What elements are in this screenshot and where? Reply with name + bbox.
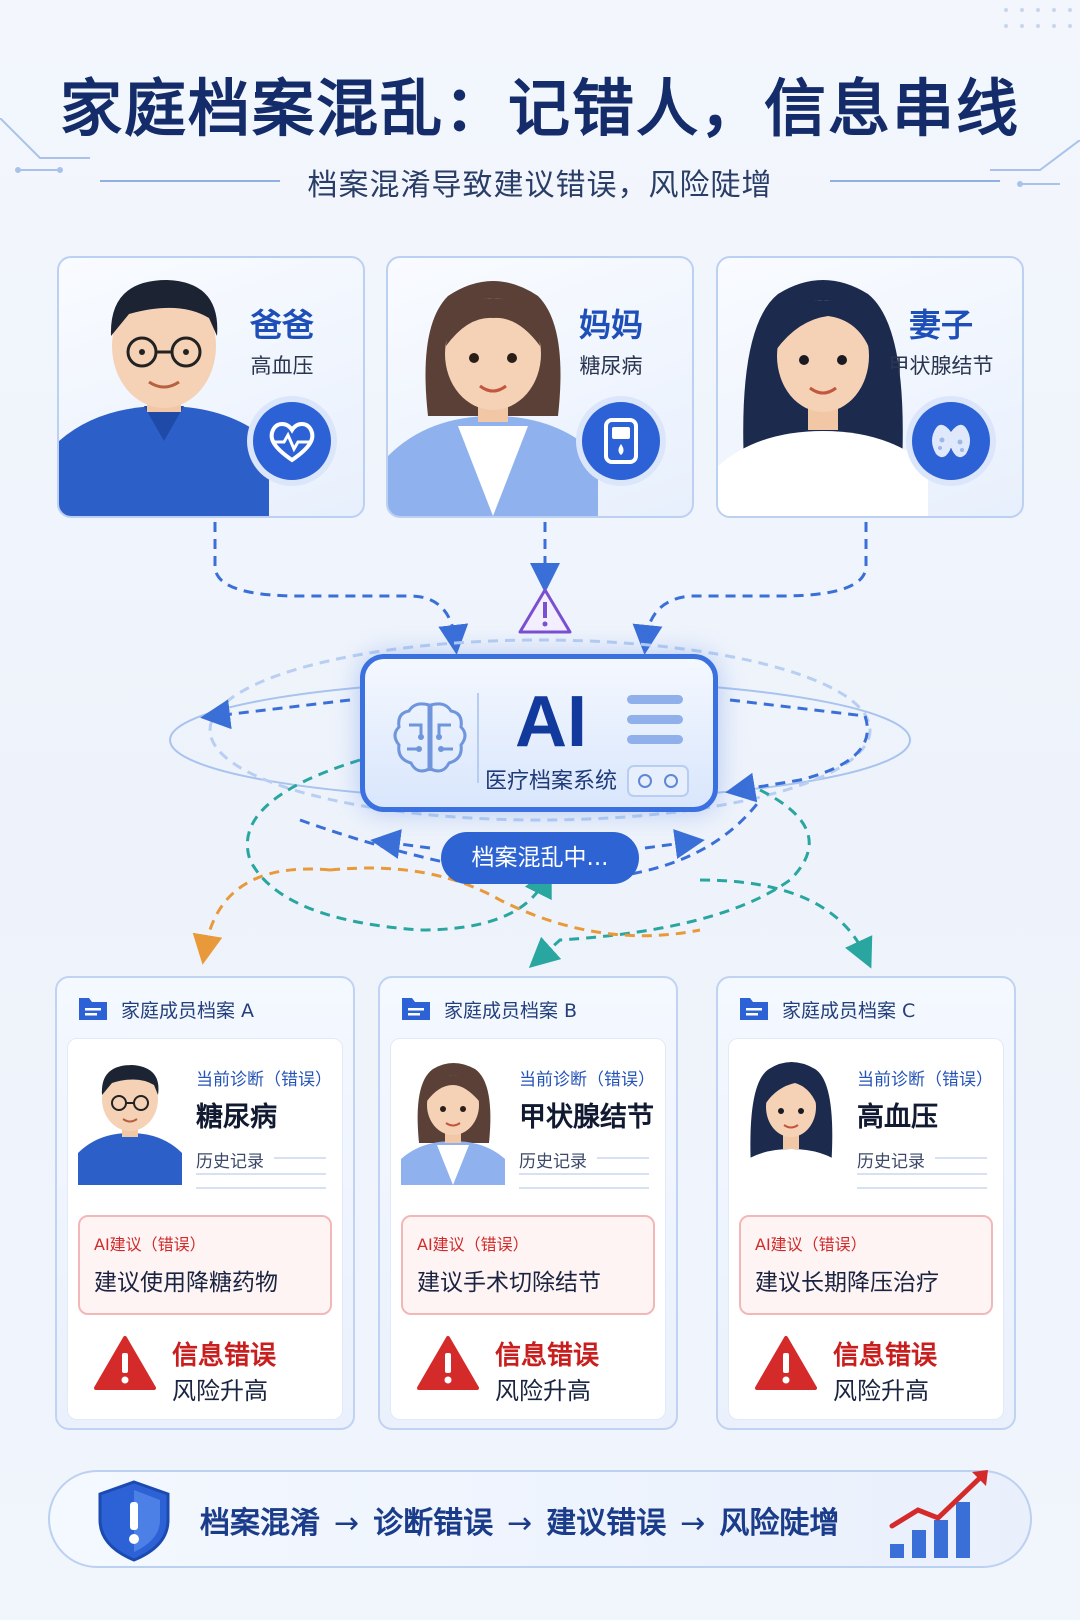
member-name: 妈妈 — [578, 306, 643, 344]
subtitle-row: 档案混淆导致建议错误，风险陡增 — [0, 160, 1080, 204]
advice-text: 建议使用降糖药物 — [94, 1270, 278, 1296]
member-card-wife[interactable]: 妻子 甲状腺结节 — [716, 256, 1024, 518]
diagnosis-label: 当前诊断（错误） — [857, 1070, 993, 1090]
record-body: 当前诊断（错误） 高血压 历史记录 AI建议（错误） 建议长期降压治疗 信息错误… — [728, 1038, 1004, 1420]
warning-title: 信息错误 — [833, 1341, 938, 1371]
folder-icon — [740, 998, 768, 1020]
flow-step: 风险陡增 — [719, 1506, 840, 1541]
father-avatar — [78, 1065, 182, 1185]
folder-icon — [402, 998, 430, 1020]
warning-triangle-icon — [518, 588, 572, 634]
advice-label: AI建议（错误） — [417, 1235, 529, 1254]
risk-flow-bar: 档案混淆 → 诊断错误 → 建议错误 → 风险陡增 — [48, 1470, 1032, 1568]
circuit-decoration-right — [990, 140, 1080, 187]
history-label: 历史记录 — [857, 1152, 925, 1172]
flow-step: 建议错误 — [546, 1506, 667, 1541]
ai-divider — [477, 693, 479, 783]
history-label: 历史记录 — [196, 1152, 264, 1172]
warning-icon — [417, 1336, 479, 1390]
circuit-decoration-left — [0, 118, 90, 173]
diagnosis-value: 糖尿病 — [196, 1102, 277, 1133]
record-card-c[interactable]: 家庭成员档案 C 当前诊断（错误） 高血压 历史记录 AI建议（错误） 建议长期… — [716, 976, 1016, 1430]
history-label: 历史记录 — [519, 1152, 587, 1172]
record-title: 家庭成员档案 C — [782, 1000, 916, 1022]
folder-icon — [79, 998, 107, 1020]
advice-text: 建议手术切除结节 — [417, 1270, 601, 1296]
ai-advice-box: AI建议（错误） 建议手术切除结节 — [401, 1215, 655, 1315]
history-line — [274, 1157, 326, 1159]
flow-steps: 档案混淆 → 诊断错误 → 建议错误 → 风险陡增 — [200, 1498, 839, 1542]
ai-label: AI — [515, 682, 587, 762]
history-line — [196, 1173, 326, 1175]
page-subtitle: 档案混淆导致建议错误，风险陡增 — [307, 168, 773, 203]
mother-portrait — [388, 281, 598, 516]
advice-label: AI建议（错误） — [755, 1235, 867, 1254]
advice-label: AI建议（错误） — [94, 1235, 206, 1254]
record-card-b[interactable]: 家庭成员档案 B 当前诊断（错误） 甲状腺结节 历史记录 AI建议（错误） 建议… — [378, 976, 678, 1430]
wife-avatar — [739, 1062, 843, 1185]
ai-system-box[interactable]: AI 医疗档案系统 — [360, 654, 718, 812]
glucose-meter-icon — [582, 402, 660, 480]
page-title: 家庭档案混乱：记错人，信息串线 — [59, 72, 1020, 145]
father-portrait — [59, 280, 269, 516]
flow-arrow: → — [680, 1506, 706, 1541]
ai-advice-box: AI建议（错误） 建议使用降糖药物 — [78, 1215, 332, 1315]
brain-circuit-icon — [393, 702, 467, 773]
rising-chart-icon — [889, 1470, 988, 1558]
mother-avatar — [401, 1063, 505, 1185]
diagnosis-label: 当前诊断（错误） — [519, 1070, 655, 1090]
member-condition: 高血压 — [250, 354, 314, 378]
chaos-status-badge: 档案混乱中... — [441, 832, 639, 884]
menu-lines-icon — [627, 695, 683, 744]
warning-title: 信息错误 — [172, 1341, 277, 1371]
flow-step: 档案混淆 — [200, 1506, 320, 1541]
warning-subtitle: 风险升高 — [833, 1377, 929, 1405]
diagnosis-value: 甲状腺结节 — [519, 1102, 654, 1133]
history-line — [935, 1157, 987, 1159]
flow-arrow: → — [334, 1506, 360, 1541]
ai-system-name: 医疗档案系统 — [485, 769, 618, 794]
record-card-a[interactable]: 家庭成员档案 A 当前诊断（错误） 糖尿病 历史记录 AI建议（错误） 建议使用… — [55, 976, 355, 1430]
history-line — [857, 1173, 987, 1175]
shield-alert-icon — [98, 1480, 170, 1562]
record-title: 家庭成员档案 A — [121, 1000, 255, 1022]
history-line — [597, 1157, 649, 1159]
record-body: 当前诊断（错误） 甲状腺结节 历史记录 AI建议（错误） 建议手术切除结节 信息… — [390, 1038, 666, 1420]
ai-advice-box: AI建议（错误） 建议长期降压治疗 — [739, 1215, 993, 1315]
subtitle-divider-left — [100, 180, 280, 182]
diagnosis-label: 当前诊断（错误） — [196, 1070, 332, 1090]
member-name: 爸爸 — [249, 306, 314, 344]
diagnosis-value: 高血压 — [857, 1102, 938, 1133]
advice-text: 建议长期降压治疗 — [755, 1270, 939, 1296]
warning-title: 信息错误 — [495, 1341, 600, 1371]
history-line — [196, 1187, 326, 1189]
member-name: 妻子 — [908, 306, 973, 344]
warning-subtitle: 风险升高 — [172, 1377, 268, 1405]
history-line — [519, 1187, 649, 1189]
subtitle-divider-right — [830, 180, 1000, 182]
indicator-lights-icon — [627, 765, 689, 797]
member-card-mother[interactable]: 妈妈 糖尿病 — [386, 256, 694, 518]
dot-grid-decoration — [1004, 8, 1072, 28]
history-line — [857, 1187, 987, 1189]
flow-arrow: → — [507, 1506, 533, 1541]
record-body: 当前诊断（错误） 糖尿病 历史记录 AI建议（错误） 建议使用降糖药物 信息错误… — [67, 1038, 343, 1420]
member-card-father[interactable]: 爸爸 高血压 — [57, 256, 365, 518]
warning-subtitle: 风险升高 — [495, 1377, 591, 1405]
thyroid-icon — [912, 402, 990, 480]
flow-step: 诊断错误 — [373, 1506, 494, 1541]
history-line — [519, 1173, 649, 1175]
member-condition: 甲状腺结节 — [888, 354, 994, 378]
wife-portrait — [718, 280, 928, 516]
heart-pulse-icon — [253, 402, 331, 480]
record-title: 家庭成员档案 B — [444, 1000, 578, 1022]
warning-icon — [94, 1336, 156, 1390]
member-condition: 糖尿病 — [579, 354, 643, 378]
warning-icon — [755, 1336, 817, 1390]
